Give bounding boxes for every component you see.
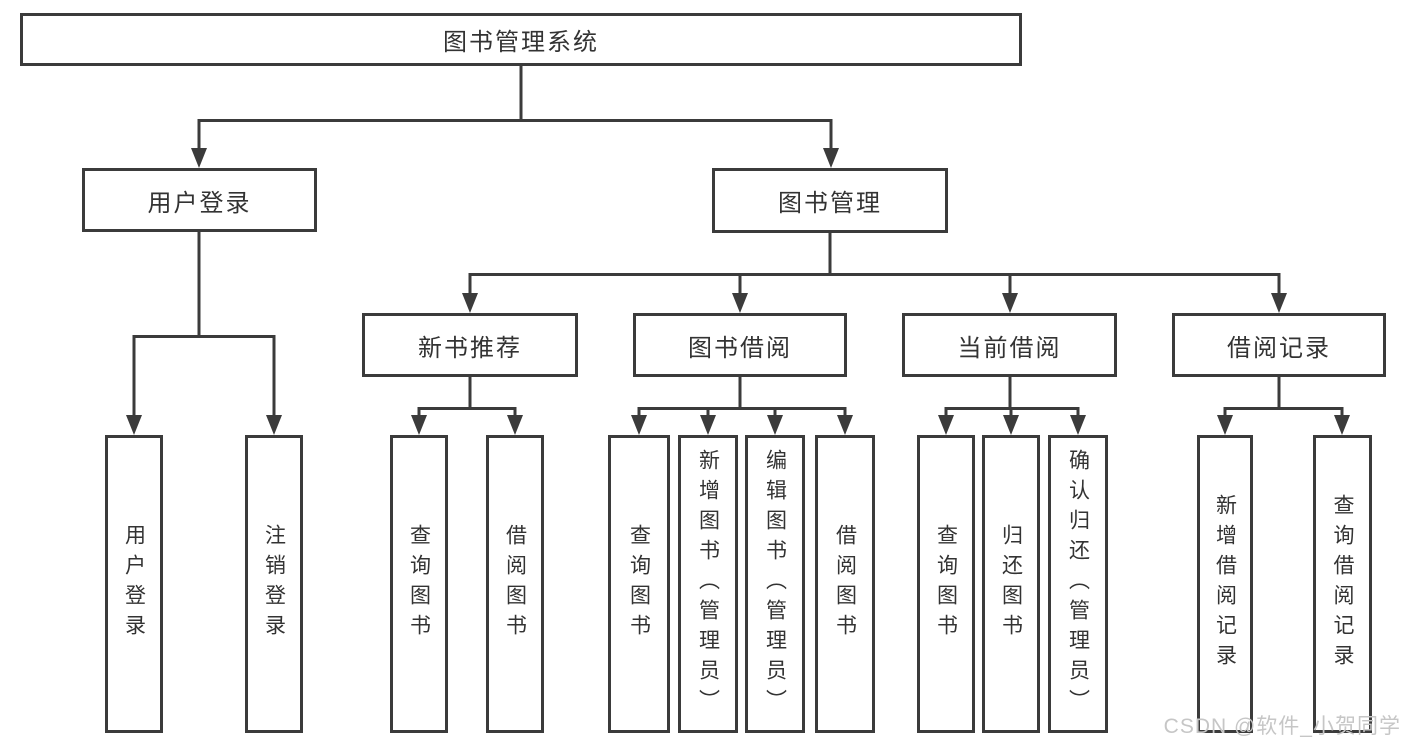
node-label: 借阅图书 — [833, 524, 857, 644]
connector-arrowhead — [631, 415, 647, 435]
connector-arrowhead — [507, 415, 523, 435]
leaf-query-books-recommend: 查询图书 — [390, 435, 448, 733]
connector-arrowhead — [1271, 293, 1287, 313]
node-new-book-recommend: 新书推荐 — [362, 313, 578, 377]
leaf-user-login: 用户登录 — [105, 435, 163, 733]
connector — [1223, 407, 1344, 418]
connector-arrowhead — [1002, 293, 1018, 313]
leaf-edit-book-admin: 编辑图书（管理员） — [745, 435, 805, 733]
node-label: 归还图书 — [999, 524, 1023, 644]
connector-arrowhead — [126, 415, 142, 435]
connector-arrowhead — [732, 293, 748, 313]
leaf-borrow-books: 借阅图书 — [815, 435, 875, 733]
node-user-login: 用户登录 — [82, 168, 317, 232]
node-label: 确认归还（管理员） — [1066, 449, 1090, 719]
connector-arrowhead — [938, 415, 954, 435]
connector-arrowhead — [823, 148, 839, 168]
connector-arrowhead — [1070, 415, 1086, 435]
node-label: 查询借阅记录 — [1331, 494, 1354, 674]
node-label: 借阅图书 — [503, 524, 527, 644]
connector-arrowhead — [411, 415, 427, 435]
leaf-borrow-books-recommend: 借阅图书 — [486, 435, 544, 733]
node-label: 新增借阅记录 — [1213, 494, 1237, 674]
leaf-query-borrow-record: 查询借阅记录 — [1313, 435, 1372, 733]
connector — [468, 273, 1281, 294]
leaf-query-books-current: 查询图书 — [917, 435, 975, 733]
node-label: 注销登录 — [262, 524, 286, 644]
connector-arrowhead — [266, 415, 282, 435]
node-label: 借阅记录 — [1227, 334, 1331, 362]
node-label: 用户登录 — [147, 189, 252, 217]
connector-arrowhead — [1003, 415, 1019, 435]
node-label: 查询图书 — [627, 524, 651, 644]
connector — [637, 407, 847, 418]
node-book-borrow: 图书借阅 — [633, 313, 847, 377]
connector-arrowhead — [837, 415, 853, 435]
node-borrow-records: 借阅记录 — [1172, 313, 1386, 377]
connector-arrowhead — [191, 148, 207, 168]
leaf-add-book-admin: 新增图书（管理员） — [678, 435, 738, 733]
node-root-system: 图书管理系统 — [20, 13, 1022, 66]
node-label: 新增图书（管理员） — [696, 449, 720, 719]
connector-arrowhead — [462, 293, 478, 313]
leaf-add-borrow-record: 新增借阅记录 — [1197, 435, 1253, 733]
node-label: 用户登录 — [122, 524, 146, 644]
leaf-return-books: 归还图书 — [982, 435, 1040, 733]
node-label: 图书管理系统 — [443, 29, 599, 56]
connector-arrowhead — [700, 415, 716, 435]
connector-arrowhead — [1334, 415, 1350, 435]
connector — [197, 119, 833, 152]
node-label: 查询图书 — [934, 524, 958, 644]
node-label: 查询图书 — [407, 524, 431, 644]
node-label: 图书管理 — [778, 190, 882, 217]
node-label: 新书推荐 — [418, 334, 522, 362]
node-label: 编辑图书（管理员） — [763, 449, 787, 719]
node-label: 当前借阅 — [957, 334, 1062, 362]
node-current-borrow: 当前借阅 — [902, 313, 1117, 377]
leaf-logout: 注销登录 — [245, 435, 303, 733]
connector — [417, 407, 517, 418]
connector-arrowhead — [767, 415, 783, 435]
connector-arrowhead — [1217, 415, 1233, 435]
leaf-query-books-borrow: 查询图书 — [608, 435, 670, 733]
node-label: 图书借阅 — [688, 334, 792, 362]
watermark: CSDN @软件_小贺同学 — [1163, 715, 1401, 738]
node-book-management: 图书管理 — [712, 168, 948, 233]
leaf-confirm-return-admin: 确认归还（管理员） — [1048, 435, 1108, 733]
connector — [132, 335, 276, 418]
